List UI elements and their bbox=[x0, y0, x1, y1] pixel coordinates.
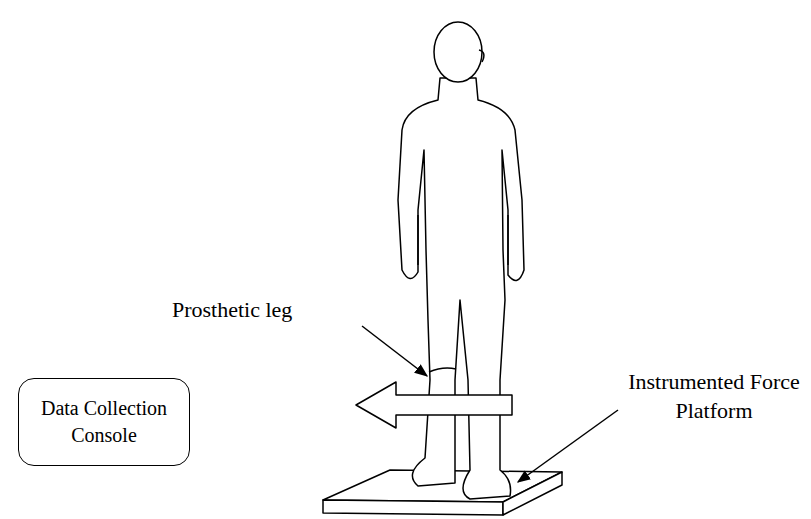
node-text: Data Collection Console bbox=[34, 395, 174, 449]
callout-label: Prosthetic leg bbox=[172, 296, 362, 325]
console-box: Data Collection Console bbox=[18, 378, 190, 466]
prosthesis-socket-line bbox=[429, 368, 456, 372]
direction-arrow bbox=[356, 382, 512, 428]
callout-label: Instrumented Force Platform bbox=[624, 368, 804, 425]
person-figure bbox=[398, 22, 524, 499]
leader-line bbox=[362, 326, 427, 376]
leader-line bbox=[518, 410, 618, 482]
